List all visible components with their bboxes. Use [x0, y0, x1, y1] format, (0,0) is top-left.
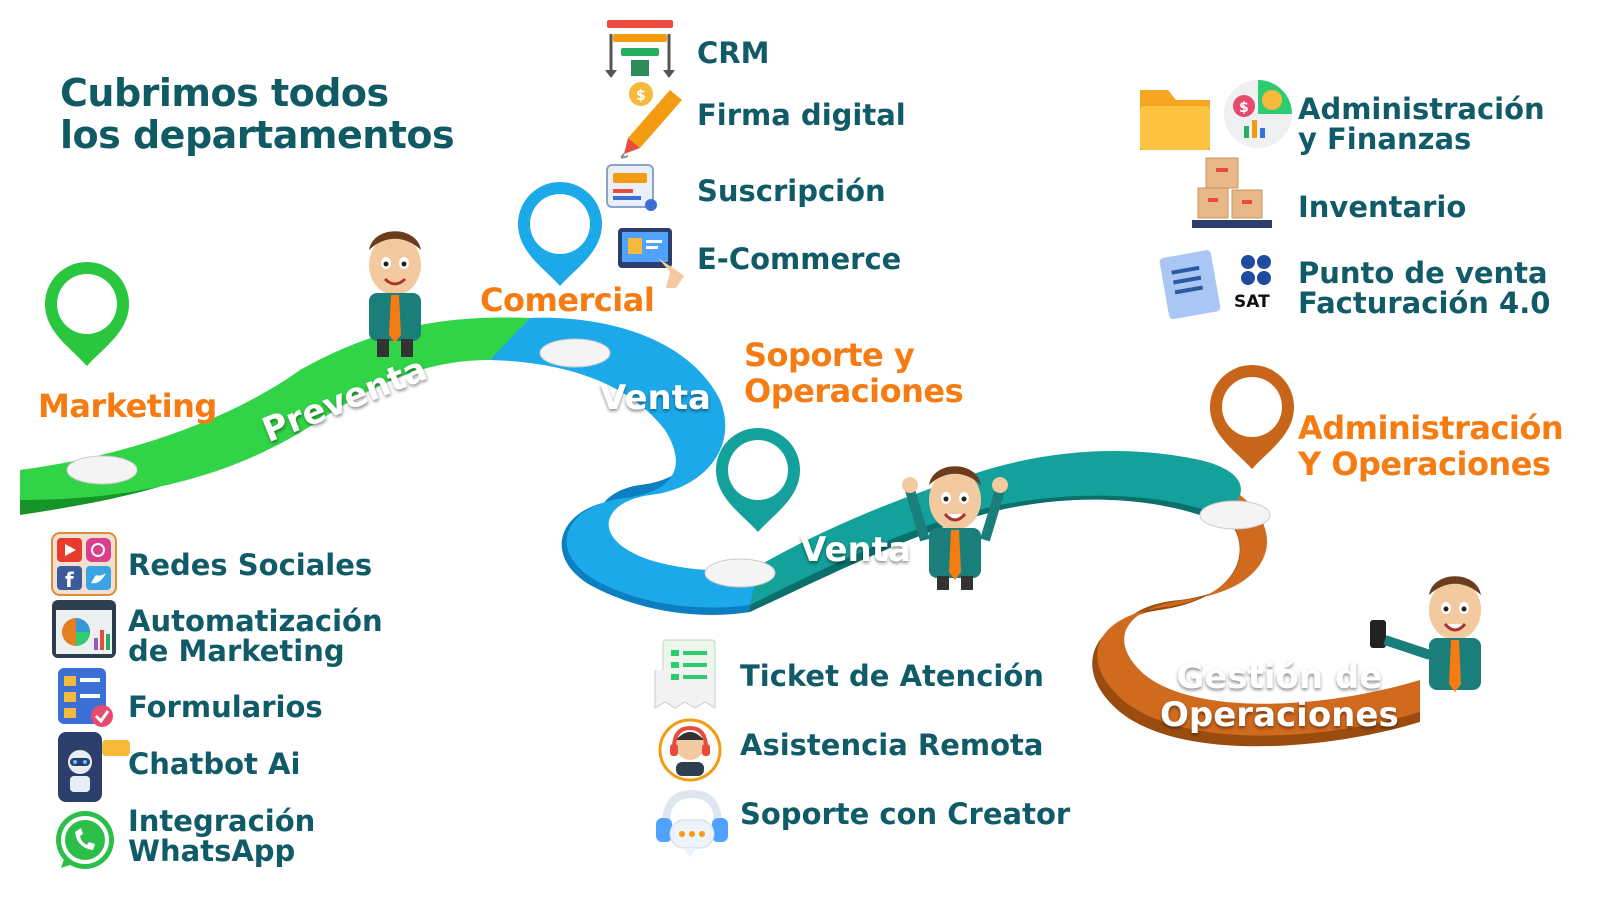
road-stop-soporte — [704, 558, 776, 588]
road-stop-marketing — [66, 455, 138, 485]
stage-label-soporte-line2: Operaciones — [744, 372, 964, 410]
feature-crm: CRM — [697, 36, 770, 70]
road-surface — [20, 317, 1420, 736]
funnel-icon: $ — [605, 20, 675, 106]
feature-automatizacion-line1: Automatización — [128, 604, 383, 638]
feature-suscripcion: Suscripción — [697, 174, 886, 208]
feature-ecommerce: E-Commerce — [697, 242, 902, 276]
feature-formularios: Formularios — [128, 690, 323, 724]
character-venta — [902, 466, 1008, 590]
road-stop-admin — [1199, 500, 1271, 530]
feature-redes-sociales: Redes Sociales — [128, 548, 373, 582]
feature-whatsapp: Integración WhatsApp — [128, 806, 315, 866]
feature-administracion-finanzas: Administración y Finanzas — [1298, 94, 1545, 154]
stage-label-admin-line2: Y Operaciones — [1298, 445, 1551, 483]
pin-soporte-icon — [716, 428, 800, 532]
support-headset-icon — [656, 789, 728, 858]
marketing-dashboard-icon — [52, 600, 116, 658]
whatsapp-icon — [56, 811, 114, 869]
social-media-icon: f — [51, 532, 117, 596]
road-label-gestion: Gestión de Operaciones — [1160, 658, 1399, 734]
stage-label-admin: Administración Y Operaciones — [1298, 409, 1564, 483]
character-gestion — [1370, 576, 1481, 692]
character-preventa — [369, 231, 421, 357]
feature-automatizacion-line2: de Marketing — [128, 634, 345, 668]
sat-badge: SAT — [1234, 292, 1270, 312]
stage-label-soporte: Soporte y Operaciones — [744, 336, 964, 410]
feature-administracion-line1: Administración — [1298, 92, 1545, 126]
road-label-venta-1: Venta — [600, 378, 711, 418]
feature-punto-de-venta-line2: Facturación 4.0 — [1298, 286, 1551, 320]
invoice-icon — [1159, 250, 1271, 320]
feature-automatizacion: Automatización de Marketing — [128, 606, 383, 666]
subscription-icon — [606, 164, 657, 211]
page-title: Cubrimos todos los departamentos — [60, 71, 455, 157]
road-label-gestion-line2: Operaciones — [1160, 695, 1399, 735]
road-stop-comercial — [539, 338, 611, 368]
svg-text:$: $ — [636, 88, 646, 104]
pin-marketing-icon — [45, 262, 129, 366]
feature-whatsapp-line2: WhatsApp — [128, 834, 296, 868]
ecommerce-icon — [618, 228, 684, 288]
stage-label-comercial: Comercial — [480, 281, 655, 319]
chatbot-icon — [58, 732, 130, 802]
page-title-line2: los departamentos — [60, 113, 455, 157]
pin-admin-icon — [1210, 365, 1294, 469]
feature-firma-digital: Firma digital — [697, 98, 906, 132]
headset-agent-icon — [658, 718, 722, 782]
svg-text:$: $ — [1239, 100, 1249, 116]
ticket-icon — [654, 639, 716, 709]
feature-whatsapp-line1: Integración — [128, 804, 316, 838]
feature-punto-de-venta-line1: Punto de venta — [1298, 256, 1548, 290]
feature-ticket: Ticket de Atención — [740, 659, 1044, 693]
page-title-line1: Cubrimos todos — [60, 71, 389, 115]
boxes-icon — [1192, 157, 1272, 228]
road-label-venta-2: Venta — [800, 530, 911, 570]
form-icon — [58, 668, 113, 727]
feature-soporte-creator: Soporte con Creator — [740, 797, 1071, 831]
feature-punto-de-venta: Punto de venta Facturación 4.0 — [1298, 258, 1550, 318]
pin-comercial-icon — [518, 182, 602, 286]
feature-chatbot: Chatbot Ai — [128, 747, 301, 781]
feature-administracion-line2: y Finanzas — [1298, 122, 1472, 156]
stage-label-soporte-line1: Soporte y — [744, 336, 915, 374]
finance-folder-icon: $ — [1140, 80, 1292, 150]
feature-inventario: Inventario — [1298, 190, 1467, 224]
road-label-gestion-line1: Gestión de — [1176, 657, 1383, 697]
stage-label-marketing: Marketing — [38, 387, 217, 425]
feature-asistencia-remota: Asistencia Remota — [740, 728, 1044, 762]
stage-label-admin-line1: Administración — [1298, 409, 1564, 447]
pen-icon — [620, 90, 682, 159]
svg-text:f: f — [65, 568, 74, 592]
